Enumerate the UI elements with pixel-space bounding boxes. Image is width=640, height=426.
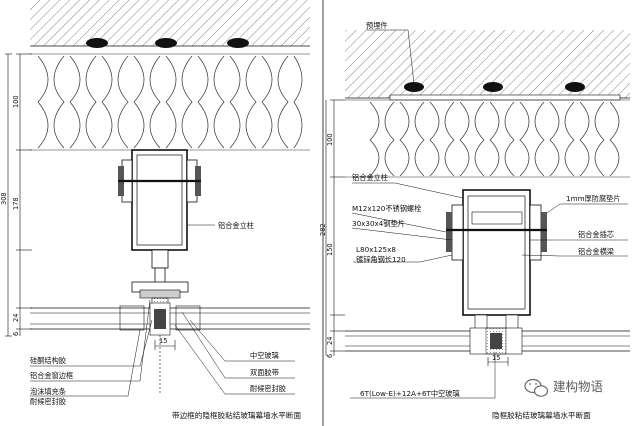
dim-insulation: 100 bbox=[12, 95, 20, 108]
right-section-drawing: 282 100 150 24 6 15 预埋件 铝合金立柱 M12x120不锈钢… bbox=[319, 21, 630, 420]
label-insulated-glass: 中空玻璃 bbox=[250, 351, 279, 360]
insulation-layer bbox=[30, 53, 310, 151]
left-section-drawing: 308 100 178 24 6 15 铝合金立柱 硅酮结构胶 铝合金窗边框 泡… bbox=[0, 0, 310, 420]
dim-total: 308 bbox=[0, 192, 8, 205]
label-mullion-left: 铝合金立柱 bbox=[218, 221, 254, 230]
glass-right bbox=[345, 327, 630, 355]
wechat-icon bbox=[524, 378, 549, 397]
label-pad: 1mm厚防腐垫片 bbox=[566, 194, 621, 203]
label-mullion-right: 铝合金立柱 bbox=[352, 173, 388, 182]
label-weather-seal-left: 耐候密封胶 bbox=[30, 397, 66, 406]
label-weather-seal-right: 耐候密封胶 bbox=[250, 384, 286, 393]
caption-right: 隐框胶粘结玻璃幕墙水平断面 bbox=[492, 410, 591, 420]
dim-b: 6 bbox=[12, 332, 20, 336]
aluminium-mullion bbox=[118, 149, 201, 289]
dim-a: 24 bbox=[12, 314, 20, 322]
anchor-plate bbox=[86, 38, 249, 48]
label-glass-spec: 6T(Low-E)+12A+6T中空玻璃 bbox=[360, 389, 460, 398]
label-window-frame: 铝合金窗边框 bbox=[30, 371, 73, 380]
watermark-text: 建构物语 bbox=[553, 379, 603, 394]
dim-b-right: 6 bbox=[326, 354, 334, 358]
dim-mullion-zone: 178 bbox=[12, 197, 20, 210]
label-embed: 预埋件 bbox=[366, 21, 388, 30]
dim-gap: 15 bbox=[159, 337, 167, 345]
label-double-tape: 双面胶带 bbox=[250, 368, 279, 377]
label-washer: 30x30x4钢垫片 bbox=[352, 219, 405, 228]
label-core: 铝合金插芯 bbox=[578, 230, 614, 239]
dim-gap-right: 15 bbox=[492, 354, 500, 362]
label-structural-silicone: 硅酮结构胶 bbox=[30, 356, 66, 365]
dim-mullion-zone-right: 150 bbox=[326, 243, 334, 256]
right-leaders bbox=[350, 29, 628, 399]
label-bolt: M12x120不锈钢螺栓 bbox=[352, 204, 421, 213]
left-dimensions bbox=[5, 53, 176, 395]
insulation-layer-right bbox=[345, 99, 630, 178]
aluminium-mullion-right bbox=[446, 189, 547, 330]
label-angle-note: 镀锌角钢长120 bbox=[356, 255, 406, 264]
frame-and-glass bbox=[30, 281, 310, 336]
label-foam-fill: 泡沫填充条 bbox=[30, 387, 66, 396]
watermark: 建构物语 bbox=[524, 378, 603, 397]
dim-insulation-right: 100 bbox=[326, 133, 334, 146]
label-angle-size: L80x125x8 bbox=[356, 245, 396, 254]
left-leaders bbox=[30, 224, 295, 397]
caption-left: 带边框的隐框胶粘结玻璃幕墙水平断面 bbox=[172, 410, 301, 420]
right-dimensions bbox=[325, 99, 509, 366]
dim-a-right: 24 bbox=[326, 337, 334, 345]
label-transom: 铝合金横梁 bbox=[578, 247, 614, 256]
dim-total-right: 282 bbox=[319, 223, 327, 236]
concrete-slab bbox=[30, 0, 310, 46]
